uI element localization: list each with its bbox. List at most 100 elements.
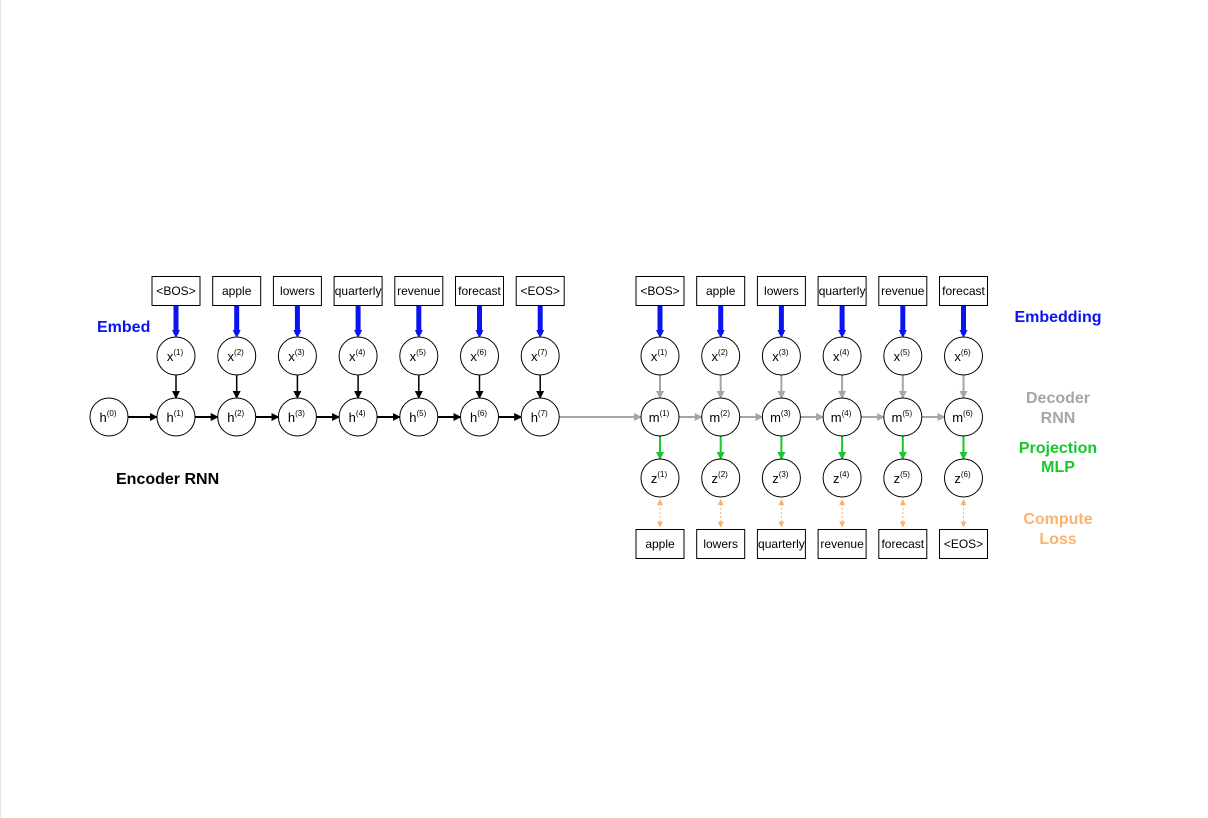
- embedding-label: Embedding: [1014, 309, 1101, 326]
- encoder-h0-node: h(0): [89, 397, 129, 437]
- encoder-x-node-2-label: x(2): [228, 348, 245, 364]
- decoder-target-token-2-box: [696, 529, 746, 559]
- encoder-x-node-4: x(4): [338, 336, 378, 376]
- decoder-z-node-2-label: z(2): [712, 470, 729, 486]
- decoder-m-node-4: m(4): [822, 397, 862, 437]
- decoder-z-node-2-circle: [701, 458, 741, 498]
- encoder-x-node-6-label: x(6): [470, 348, 487, 364]
- encoder-x-node-2-circle: [217, 336, 257, 376]
- decoder-x-node-1-circle: [640, 336, 680, 376]
- decoder-rnn-label-line1: Decoder: [1026, 390, 1090, 407]
- encoder-token-4-text: quarterly: [335, 284, 382, 298]
- decoder-target-token-3-text: quarterly: [758, 537, 805, 551]
- encoder-h-node-3: h(3): [277, 397, 317, 437]
- decoder-z-node-6-label: z(6): [954, 470, 971, 486]
- encoder-x-node-7: x(7): [520, 336, 560, 376]
- decoder-x-node-2-circle: [701, 336, 741, 376]
- encoder-token-5-box: [394, 276, 444, 306]
- encoder-h-node-4-circle: [338, 397, 378, 437]
- encoder-rnn-label: Encoder RNN: [116, 471, 219, 488]
- decoder-z-node-5-label: z(5): [894, 470, 911, 486]
- encoder-token-1: <BOS>: [151, 276, 201, 306]
- decoder-x-node-3: x(3): [761, 336, 801, 376]
- encoder-token-7-text: <EOS>: [521, 284, 560, 298]
- encoder-x-node-5-label: x(5): [410, 348, 427, 364]
- encoder-x-node-1-label: x(1): [167, 348, 184, 364]
- decoder-token-2: apple: [696, 276, 746, 306]
- decoder-m-node-6-circle: [944, 397, 983, 437]
- encoder-x-node-1: x(1): [156, 336, 196, 376]
- embed-label: Embed: [97, 319, 150, 336]
- encoder-x-node-4-label: x(4): [349, 348, 366, 364]
- decoder-token-4-text: quarterly: [819, 284, 866, 298]
- encoder-h-node-1-circle: [156, 397, 196, 437]
- decoder-token-3-box: [756, 276, 806, 306]
- decoder-m-node-3: m(3): [761, 397, 801, 437]
- decoder-target-token-1-text: apple: [645, 537, 675, 551]
- encoder-h-node-7-circle: [520, 397, 560, 437]
- decoder-z-node-3: z(3): [761, 458, 801, 498]
- decoder-z-node-4-circle: [822, 458, 862, 498]
- decoder-target-token-6-text: <EOS>: [944, 537, 983, 551]
- encoder-x-node-5-circle: [399, 336, 439, 376]
- edges-layer: [128, 305, 968, 528]
- encoder-token-2: apple: [212, 276, 262, 306]
- encoder-h-node-2-label: h(2): [227, 409, 244, 425]
- encoder-x-node-6: x(6): [460, 336, 499, 376]
- decoder-z-node-6-circle: [944, 458, 983, 498]
- decoder-x-node-4: x(4): [822, 336, 862, 376]
- encoder-h-node-2-circle: [217, 397, 257, 437]
- decoder-z-node-1: z(1): [640, 458, 680, 498]
- encoder-h-node-6: h(6): [460, 397, 499, 437]
- decoder-m-node-4-circle: [822, 397, 862, 437]
- decoder-z-node-5-circle: [883, 458, 923, 498]
- decoder-m-node-1: m(1): [640, 397, 680, 437]
- decoder-m-node-3-label: m(3): [770, 409, 791, 425]
- decoder-target-token-2-text: lowers: [703, 537, 738, 551]
- decoder-token-4: quarterly: [817, 276, 867, 306]
- decoder-m-node-6-label: m(6): [952, 409, 973, 425]
- decoder-token-2-box: [696, 276, 746, 306]
- decoder-token-5-box: [878, 276, 928, 306]
- encoder-token-4-box: [333, 276, 383, 306]
- decoder-token-6: forecast: [939, 276, 988, 306]
- encoder-x-node-5: x(5): [399, 336, 439, 376]
- decoder-target-token-4: revenue: [817, 529, 867, 559]
- decoder-target-token-4-box: [817, 529, 867, 559]
- encoder-h-node-3-label: h(3): [288, 409, 305, 425]
- decoder-target-token-4-text: revenue: [820, 537, 864, 551]
- encoder-h-node-7: h(7): [520, 397, 560, 437]
- encoder-token-6-box: [455, 276, 504, 306]
- encoder-token-7: <EOS>: [515, 276, 565, 306]
- decoder-m-node-2-circle: [701, 397, 741, 437]
- encoder-token-2-text: apple: [222, 284, 252, 298]
- decoder-target-token-5-box: [878, 529, 928, 559]
- decoder-m-node-2: m(2): [701, 397, 741, 437]
- encoder-token-4: quarterly: [333, 276, 383, 306]
- decoder-target-token-3-box: [756, 529, 806, 559]
- decoder-z-node-3-label: z(3): [772, 470, 789, 486]
- decoder-z-node-6: z(6): [944, 458, 983, 498]
- decoder-x-node-3-label: x(3): [772, 348, 789, 364]
- decoder-z-node-3-circle: [761, 458, 801, 498]
- decoder-target-token-2: lowers: [696, 529, 746, 559]
- encoder-h0-node-circle: [89, 397, 129, 437]
- decoder-target-token-5-text: forecast: [881, 537, 924, 551]
- decoder-target-token-3: quarterly: [756, 529, 806, 559]
- decoder-token-3-text: lowers: [764, 284, 799, 298]
- decoder-target-token-1-box: [635, 529, 685, 559]
- encoder-x-node-7-label: x(7): [531, 348, 548, 364]
- decoder-m-node-6: m(6): [944, 397, 983, 437]
- decoder-x-node-6-label: x(6): [954, 348, 971, 364]
- decoder-z-node-1-label: z(1): [651, 470, 668, 486]
- decoder-m-node-2-label: m(2): [709, 409, 730, 425]
- decoder-x-node-5-circle: [883, 336, 923, 376]
- encoder-h-node-2: h(2): [217, 397, 257, 437]
- encoder-h-node-4: h(4): [338, 397, 378, 437]
- decoder-x-node-6: x(6): [944, 336, 983, 376]
- decoder-x-node-6-circle: [944, 336, 983, 376]
- encoder-token-3: lowers: [272, 276, 322, 306]
- encoder-h-node-6-label: h(6): [470, 409, 487, 425]
- encoder-x-node-4-circle: [338, 336, 378, 376]
